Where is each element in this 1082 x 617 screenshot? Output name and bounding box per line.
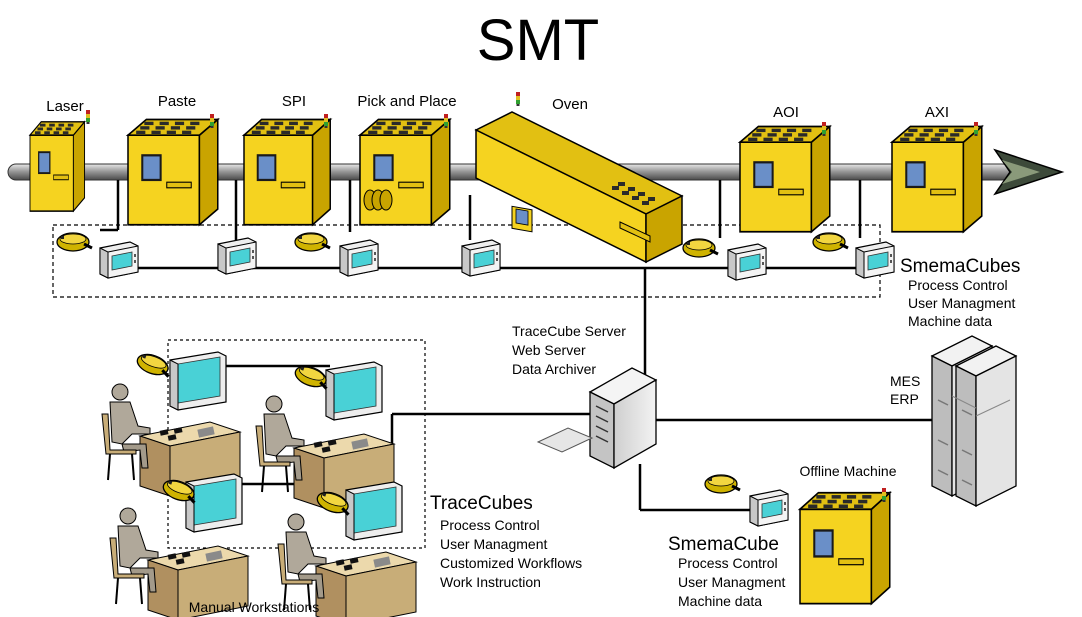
smemacube-label-group: SmemaCube Process Control User Managment… xyxy=(668,534,785,609)
smemacube-line: User Managment xyxy=(678,574,785,590)
tracecubes-line: Customized Workflows xyxy=(440,555,582,571)
smemacubes-line: User Managment xyxy=(908,295,1015,311)
smemacube-icon xyxy=(217,237,257,275)
machine-label-oven: Oven xyxy=(552,96,588,113)
smemacube-line: Process Control xyxy=(678,555,778,571)
smemacube-icon xyxy=(461,239,501,277)
tracecubes-title: TraceCubes xyxy=(430,493,533,514)
workstation xyxy=(101,349,241,497)
workstation xyxy=(109,473,249,617)
smemacube-title: SmemaCube xyxy=(668,534,779,555)
mes-label-group: MES ERP xyxy=(890,373,920,407)
machine-laser: Laser xyxy=(29,98,90,212)
machine-label-spi: SPI xyxy=(282,93,306,110)
server-label-group: TraceCube Server Web Server Data Archive… xyxy=(512,323,626,377)
machine-spi: SPI xyxy=(243,93,332,226)
smemacubes-label-group: SmemaCubes Process Control User Managmen… xyxy=(900,256,1020,329)
server-line: Web Server xyxy=(512,342,586,358)
machine-label-axi: AXI xyxy=(925,104,949,121)
tracecubes-line: Process Control xyxy=(440,517,540,533)
workstations-label: Manual Workstations xyxy=(189,599,319,615)
smemacube-icon xyxy=(339,239,379,277)
workstation xyxy=(277,481,417,617)
machine-axi: AXI xyxy=(891,104,983,233)
smemacube-icon xyxy=(749,489,789,527)
machine-label-aoi: AOI xyxy=(773,104,799,121)
machine-label-paste: Paste xyxy=(158,93,196,110)
machine-offline: Offline Machine xyxy=(703,463,897,605)
smemacube-icon xyxy=(855,241,895,279)
machine-label-laser: Laser xyxy=(46,98,84,115)
machine-aoi: AOI xyxy=(739,104,831,233)
scanner-icon xyxy=(681,237,720,259)
scanner-icon xyxy=(55,231,94,253)
smemacubes-line: Machine data xyxy=(908,313,992,329)
smemacubes-title: SmemaCubes xyxy=(900,256,1020,277)
machine-oven: Oven xyxy=(474,92,684,264)
server-line: TraceCube Server xyxy=(512,323,626,339)
tracecubes-line: Work Instruction xyxy=(440,574,541,590)
machine-label-offline: Offline Machine xyxy=(799,463,896,479)
tracecubes-label-group: TraceCubes Process Control User Managmen… xyxy=(430,493,582,590)
scanner-icon xyxy=(703,473,742,495)
tracecube-server xyxy=(536,367,658,470)
mes-erp-servers xyxy=(931,335,1017,507)
conveyor-arrow-icon xyxy=(993,148,1065,196)
mes-line: ERP xyxy=(890,391,919,407)
smemacubes-line: Process Control xyxy=(908,277,1008,293)
scanner-icon xyxy=(133,349,176,381)
server-line: Data Archiver xyxy=(512,361,596,377)
smemacube-icon xyxy=(99,241,139,279)
machine-pick-and-place: Pick and Place xyxy=(357,93,457,226)
machine-label-pick-and-place: Pick and Place xyxy=(357,93,456,110)
tracecubes-line: User Managment xyxy=(440,536,547,552)
workstations-frame xyxy=(167,339,426,549)
mes-line: MES xyxy=(890,373,920,389)
scanner-icon xyxy=(293,231,332,253)
smemacube-icon xyxy=(727,243,767,281)
machine-paste: Paste xyxy=(127,93,219,226)
scanner-icon xyxy=(811,231,850,253)
page-title: SMT xyxy=(477,8,599,73)
smemacube-line: Machine data xyxy=(678,593,762,609)
